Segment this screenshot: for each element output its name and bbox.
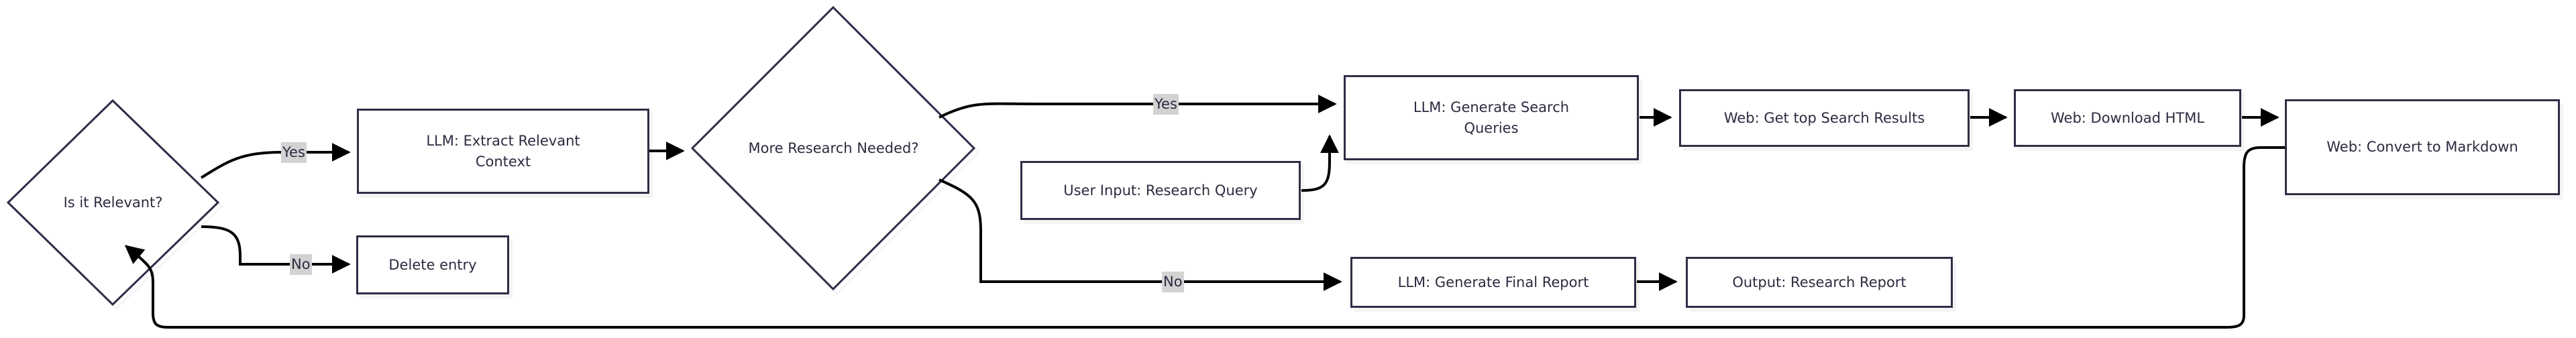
- node-label: Delete entry: [388, 256, 477, 273]
- node-delete-entry[interactable]: Delete entry: [356, 235, 509, 294]
- edge-label-relevant-yes: Yes: [281, 142, 307, 164]
- edge-label-research-no: No: [1162, 272, 1184, 293]
- edge-label-relevant-no: No: [290, 254, 312, 276]
- node-label: User Input: Research Query: [1063, 182, 1258, 199]
- edge-label-research-yes: Yes: [1153, 94, 1179, 115]
- node-download-html[interactable]: Web: Download HTML: [2014, 89, 2241, 147]
- node-get-search-results[interactable]: Web: Get top Search Results: [1679, 89, 1970, 147]
- node-label: More Research Needed?: [748, 140, 919, 157]
- node-label: LLM: Generate Search Queries: [1413, 99, 1570, 136]
- node-label: Is it Relevant?: [63, 194, 163, 211]
- node-final-report[interactable]: LLM: Generate Final Report: [1350, 257, 1636, 308]
- node-convert-markdown[interactable]: Web: Convert to Markdown: [2285, 99, 2560, 195]
- node-extract-context[interactable]: LLM: Extract Relevant Context: [357, 109, 649, 194]
- node-label: Web: Get top Search Results: [1723, 109, 1925, 126]
- node-label: LLM: Generate Final Report: [1397, 274, 1589, 290]
- node-more-research[interactable]: More Research Needed?: [692, 7, 975, 290]
- node-label: LLM: Extract Relevant Context: [426, 133, 580, 170]
- node-output-report[interactable]: Output: Research Report: [1686, 257, 1953, 308]
- node-generate-queries[interactable]: LLM: Generate Search Queries: [1344, 75, 1639, 160]
- node-is-relevant[interactable]: Is it Relevant?: [8, 101, 218, 304]
- node-user-input[interactable]: User Input: Research Query: [1020, 161, 1301, 220]
- diamond-outline-more-research: [690, 5, 980, 296]
- node-label: Output: Research Report: [1732, 274, 1907, 290]
- node-label: Web: Convert to Markdown: [2326, 139, 2518, 156]
- node-label: Web: Download HTML: [2050, 109, 2205, 126]
- diamond-outline-is-relevant: [6, 99, 223, 311]
